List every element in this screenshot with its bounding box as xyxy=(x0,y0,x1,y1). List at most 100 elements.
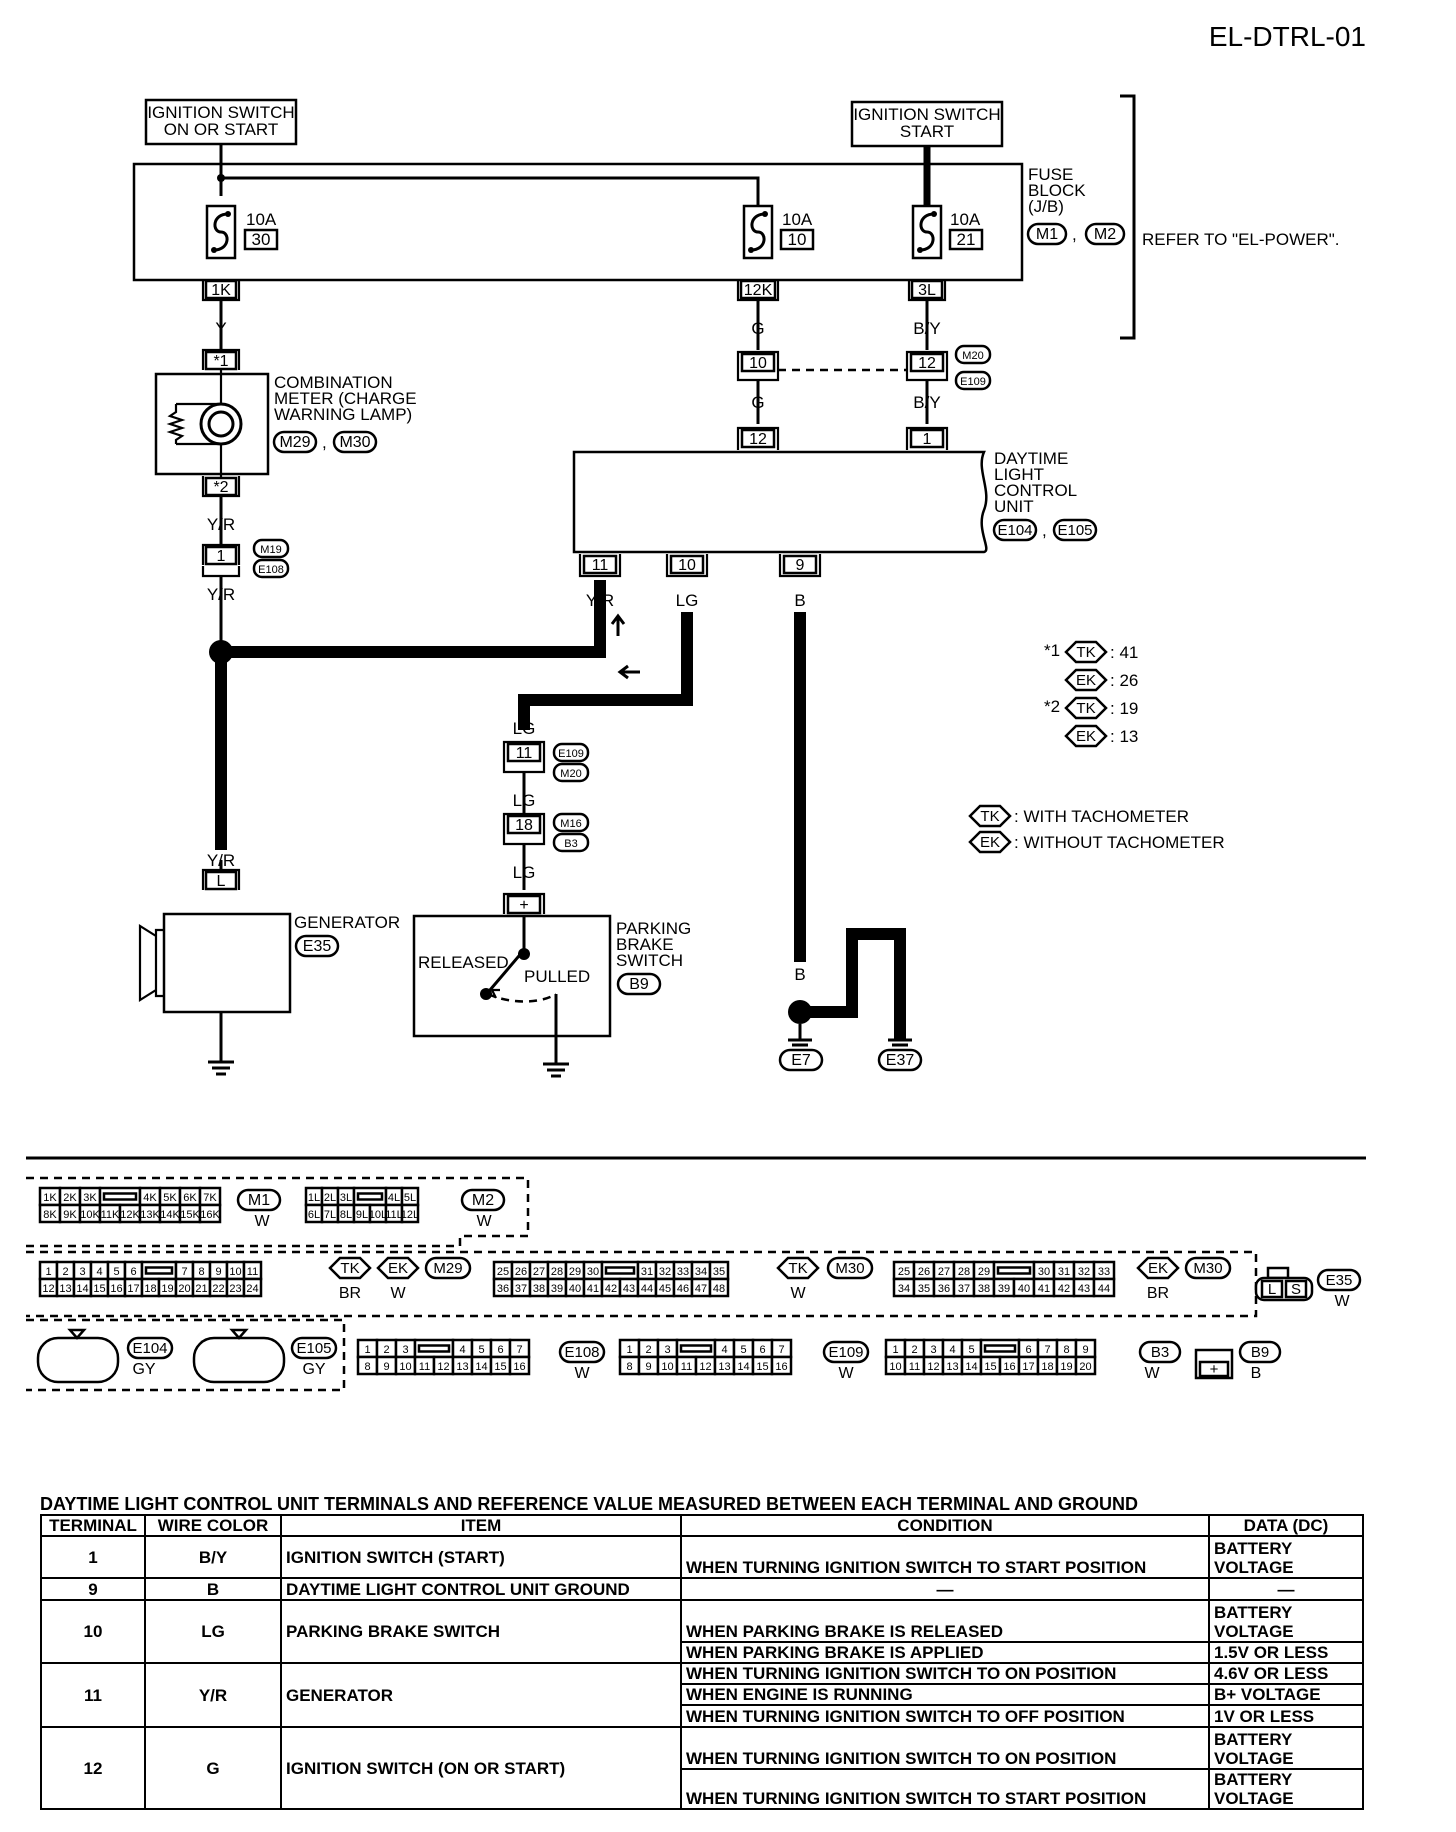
jc-m16-label: M16 xyxy=(560,818,581,830)
cv-m30a-pin: 37 xyxy=(515,1283,527,1295)
cv-e108-pin: 11 xyxy=(419,1361,430,1373)
cv-m30b-lock xyxy=(996,1266,1032,1275)
cv-m29a-pin: 5 xyxy=(113,1266,119,1278)
cv-m1-cell xyxy=(198,1203,222,1224)
cell-wire: Y/R xyxy=(144,1662,282,1728)
cv-m30a-tk: TK xyxy=(788,1260,807,1277)
wire-lg-4: LG xyxy=(513,863,536,882)
cell-terminal: 12 xyxy=(40,1726,146,1810)
dlcu-pin-12: 12 xyxy=(749,431,767,448)
cv-e109-pin: 5 xyxy=(740,1344,746,1356)
cv-m30a-pin: 29 xyxy=(569,1266,581,1278)
cv-b3-pin: 16 xyxy=(1003,1361,1015,1373)
cv-b3-pin: 10 xyxy=(889,1361,901,1373)
dlcu-pin-1: 1 xyxy=(923,431,932,448)
cv-e108-pin: 4 xyxy=(459,1344,465,1356)
fuse-block-label-2: BLOCK xyxy=(1028,181,1086,200)
cell-condition: WHEN TURNING IGNITION SWITCH TO START PO… xyxy=(680,1768,1210,1810)
jc-m19-pin: 1 xyxy=(217,548,226,565)
cv-m2-pin: 8L xyxy=(340,1209,352,1221)
cv-m2-pin: 4L xyxy=(388,1192,400,1204)
cv-m29-ek: EK xyxy=(388,1260,408,1277)
cv-m29a-pin: 6 xyxy=(130,1266,136,1278)
cv-m30a-pin: 25 xyxy=(497,1266,509,1278)
cv-m30a-pin: 44 xyxy=(641,1283,653,1295)
terminal-table: TERMINAL WIRE COLOR ITEM CONDITION DATA … xyxy=(40,1514,1364,1810)
cv-m30a-pin: 30 xyxy=(587,1266,599,1278)
cv-m2-cell xyxy=(400,1203,420,1224)
pbs-label-2: BRAKE xyxy=(616,935,674,954)
th-condition: CONDITION xyxy=(680,1514,1210,1537)
cv-m1-pin: 9K xyxy=(63,1209,77,1221)
cell-item: IGNITION SWITCH (ON OR START) xyxy=(280,1726,682,1810)
cv-m30a-pin: 32 xyxy=(659,1266,671,1278)
wire-y: Y xyxy=(215,319,226,338)
wire-lg-2: LG xyxy=(513,719,536,738)
dlcu-conn-e105: E105 xyxy=(1057,522,1092,539)
cv-e109-pin: 1 xyxy=(626,1344,632,1356)
cv-m30a-pin: 36 xyxy=(497,1283,509,1295)
cv-m1-pin: 4K xyxy=(143,1192,157,1204)
cell-data: B+ VOLTAGE xyxy=(1208,1683,1364,1706)
cv-b3-pin: 19 xyxy=(1060,1361,1072,1373)
gen-conn: E35 xyxy=(303,938,332,955)
cv-m30b-pin: 41 xyxy=(1038,1283,1050,1295)
cell-terminal: 11 xyxy=(40,1662,146,1728)
cv-m1-pin: 8K xyxy=(43,1209,57,1221)
ign-start-label: IGNITION SWITCH xyxy=(853,105,1000,124)
wire-g-2: G xyxy=(751,393,764,412)
gen-label: GENERATOR xyxy=(294,913,400,932)
cell-item: GENERATOR xyxy=(280,1662,682,1728)
cv-m2-pin: 1L xyxy=(308,1192,320,1204)
jc-e108-label: E108 xyxy=(258,564,284,576)
cv-b3-pin: 18 xyxy=(1041,1361,1053,1373)
cell-condition: — xyxy=(680,1577,1210,1601)
cv-m29a-cell xyxy=(242,1277,263,1298)
cv-m30b-pin: 33 xyxy=(1098,1266,1110,1278)
cv-b3-pin: 7 xyxy=(1044,1344,1050,1356)
cv-b9-pin: + xyxy=(1210,1361,1219,1378)
cv-e109-pin: 3 xyxy=(664,1344,670,1356)
cv-b9-name: B9 xyxy=(1251,1344,1269,1361)
cv-e109-pin: 6 xyxy=(759,1344,765,1356)
th-item: ITEM xyxy=(280,1514,682,1537)
cv-e108-pin: 12 xyxy=(437,1361,449,1373)
cv-m30a-color: W xyxy=(790,1285,806,1302)
cell-data: 4.6V OR LESS xyxy=(1208,1662,1364,1685)
cell-data: BATTERY VOLTAGE xyxy=(1208,1599,1364,1643)
jc-by-pin: 12 xyxy=(918,355,936,372)
cv-m29a-pin: 24 xyxy=(246,1283,258,1295)
table-row: 9 B DAYTIME LIGHT CONTROL UNIT GROUND — … xyxy=(40,1577,1364,1601)
cv-m2-pin: 9L xyxy=(356,1209,368,1221)
pbs-label-3: SWITCH xyxy=(616,951,683,970)
cv-e35-l: L xyxy=(1268,1281,1276,1298)
jc-e109-label: E109 xyxy=(960,376,986,388)
wire-yr-4: Y/R xyxy=(586,591,614,610)
cv-m30b-cell xyxy=(1092,1277,1116,1298)
cv-m30b-color: BR xyxy=(1147,1285,1169,1302)
cv-m30a-pin: 38 xyxy=(533,1283,545,1295)
cell-condition: WHEN TURNING IGNITION SWITCH TO ON POSIT… xyxy=(680,1726,1210,1770)
cv-e109-pin: 14 xyxy=(737,1361,749,1373)
cv-m30b-pin: 30 xyxy=(1038,1266,1050,1278)
cv-b3-pin: 12 xyxy=(927,1361,939,1373)
fuse-10-num: 10 xyxy=(788,230,807,249)
cv-m29-tk-color: BR xyxy=(339,1285,361,1302)
cv-m30b-pin: 27 xyxy=(938,1266,950,1278)
cv-b3-cell xyxy=(1074,1355,1097,1376)
cv-b3-pin: 9 xyxy=(1082,1344,1088,1356)
cell-item: PARKING BRAKE SWITCH xyxy=(280,1599,682,1664)
reference-table: DAYTIME LIGHT CONTROL UNIT TERMINALS AND… xyxy=(40,1494,1364,1810)
cv-e108-cell xyxy=(508,1355,531,1376)
cv-m29a-pin: 2 xyxy=(62,1266,68,1278)
cv-m30b-pin: 34 xyxy=(898,1283,910,1295)
cv-m1-pin: 7K xyxy=(203,1192,217,1204)
table-title: DAYTIME LIGHT CONTROL UNIT TERMINALS AND… xyxy=(40,1494,1139,1514)
table-row: WHEN TURNING IGNITION SWITCH TO START PO… xyxy=(41,1768,1364,1810)
meter-label: COMBINATION xyxy=(274,373,393,392)
cv-b3-pin: 14 xyxy=(965,1361,977,1373)
ign-on-start-label-2: ON OR START xyxy=(164,120,279,139)
table-row: WHEN ENGINE IS RUNNING B+ VOLTAGE xyxy=(41,1683,1364,1706)
cv-m29a-pin: 7 xyxy=(181,1266,187,1278)
